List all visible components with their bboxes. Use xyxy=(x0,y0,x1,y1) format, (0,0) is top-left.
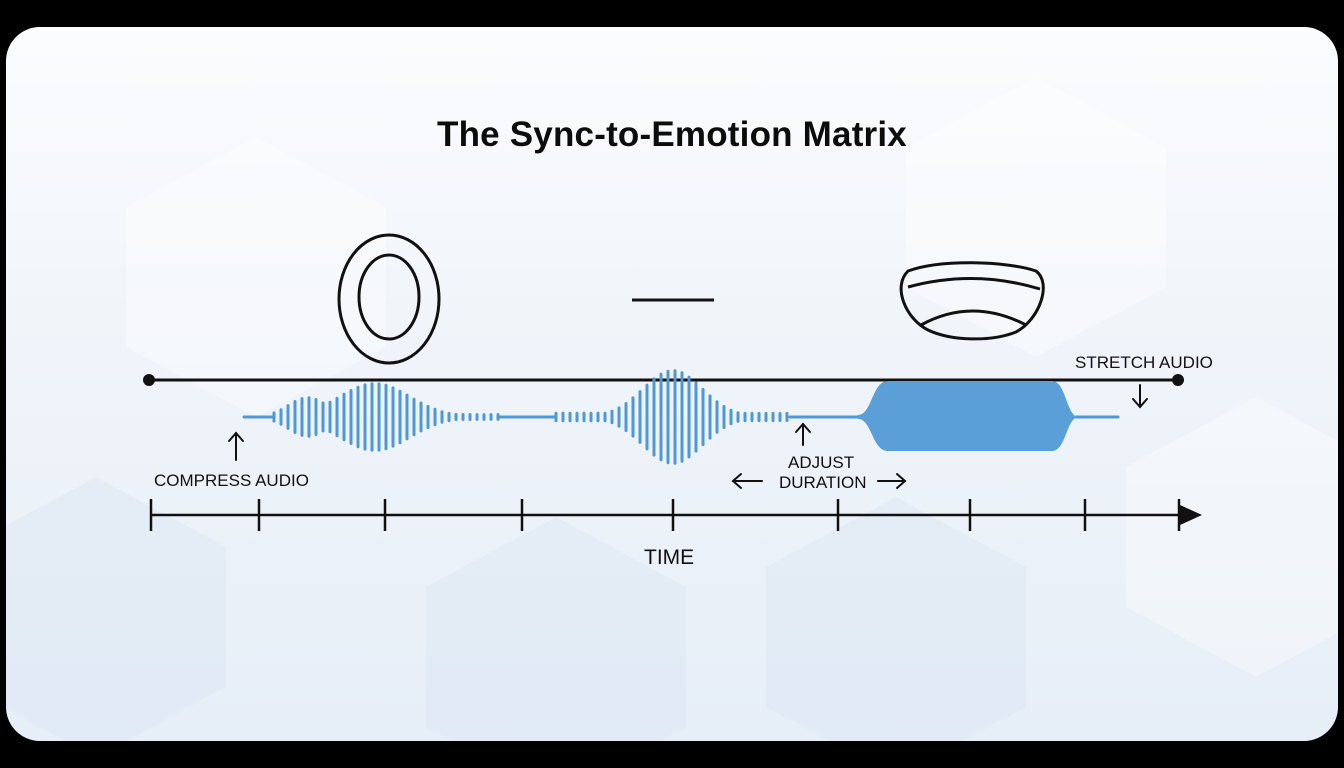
time-axis-arrowhead xyxy=(1180,505,1202,525)
diagram-title: The Sync-to-Emotion Matrix xyxy=(437,115,907,154)
happy-mouth-icon xyxy=(899,261,1045,341)
time-axis-label: TIME xyxy=(644,546,694,569)
audio-track-line xyxy=(143,374,1184,386)
adjust-label-line2: DURATION xyxy=(779,473,867,492)
time-axis xyxy=(149,499,1184,531)
audio-waveform xyxy=(242,369,1120,465)
diagram-card: The Sync-to-Emotion Matrix xyxy=(6,27,1338,741)
left-arrow-icon xyxy=(731,473,763,489)
stretched-audio-block xyxy=(858,381,1078,451)
down-arrow-icon xyxy=(1132,384,1148,409)
stretch-audio-label: STRETCH AUDIO xyxy=(1075,353,1213,372)
up-arrow-icon xyxy=(795,422,811,446)
surprised-mouth-icon xyxy=(337,233,441,365)
up-arrow-icon xyxy=(228,431,244,461)
hexagon-background xyxy=(6,77,1338,741)
sync-diagram: STRETCH AUDIO COMPRESS AUDIO ADJUST DURA… xyxy=(143,233,1213,569)
compress-audio-label: COMPRESS AUDIO xyxy=(154,471,309,490)
right-arrow-icon xyxy=(877,473,907,489)
adjust-label-line1: ADJUST xyxy=(788,453,854,472)
